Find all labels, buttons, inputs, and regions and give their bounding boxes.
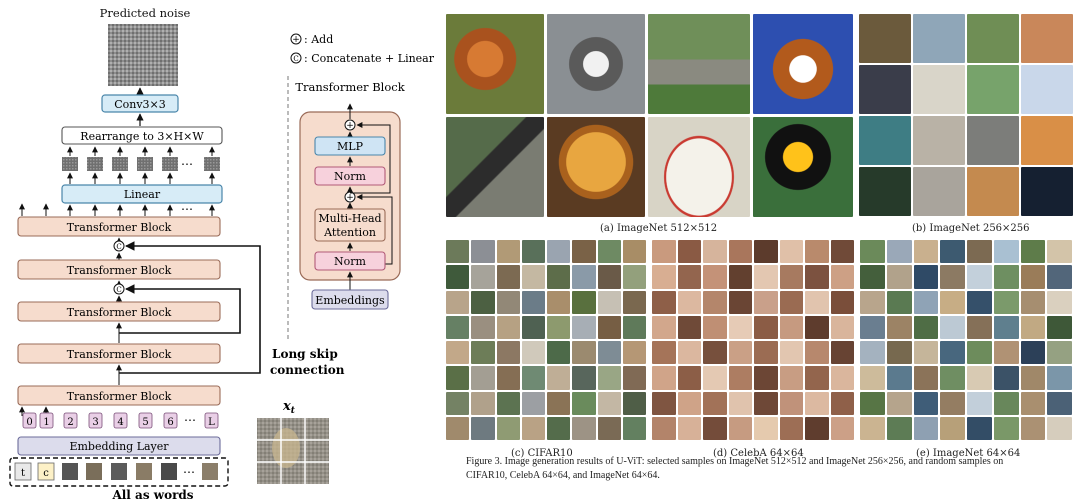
- embeddings-label: Embeddings: [315, 294, 385, 307]
- svg-text:: Concatenate + Linear: : Concatenate + Linear: [304, 52, 435, 65]
- transformer-block-5: Transformer Block: [17, 216, 221, 237]
- embedding-layer-box: [17, 436, 221, 456]
- svg-text:L: L: [208, 417, 215, 428]
- transformer-block-3: Transformer Block: [17, 301, 221, 322]
- svg-text:t: t: [21, 468, 25, 479]
- conv-box: [101, 94, 179, 113]
- caption-c: (c) CIFAR10: [511, 448, 573, 459]
- xt-label: xt: [282, 399, 296, 416]
- caption-a: (a) ImageNet 512×512: [600, 223, 718, 234]
- transformer-block-1: Transformer Block: [17, 385, 221, 406]
- concat-node: C: [113, 240, 125, 252]
- imagenet-64-grid: [860, 240, 1072, 440]
- sample-pie-image: [547, 117, 645, 217]
- output-tokens: [62, 146, 220, 184]
- ellipsis-icon: ⋯: [183, 465, 195, 479]
- svg-text:Transformer Block: Transformer Block: [67, 264, 172, 277]
- sample-stone-wall-image: [648, 14, 750, 114]
- svg-text:+: +: [346, 193, 354, 203]
- uvit-architecture-diagram: Predicted noise Conv3×3 Rearrange to 3×H…: [9, 6, 435, 502]
- svg-text:C: C: [116, 286, 121, 294]
- celeba-grid: [652, 240, 854, 440]
- position-tokens: 0 1 2 3 4 5 6 L: [19, 406, 219, 429]
- rearrange-label: Rearrange to 3×H×W: [80, 130, 204, 143]
- cifar10-grid: [446, 240, 646, 440]
- linear-box: [61, 184, 223, 204]
- figure-caption: Figure 3. Image generation results of U-…: [466, 455, 1066, 483]
- input-tokens-group: [9, 457, 229, 487]
- concat-node: C: [113, 283, 125, 295]
- block-detail-internals: + MLP Norm + Multi-Head Attention Norm: [314, 103, 393, 290]
- svg-text:1: 1: [43, 417, 49, 428]
- sample-bowl-image: [648, 117, 750, 217]
- svg-text:: Add: : Add: [304, 33, 333, 46]
- sample-papillon-image: [753, 14, 853, 114]
- svg-text:C: C: [293, 55, 298, 63]
- svg-text:MLP: MLP: [337, 140, 364, 153]
- svg-text:Multi-Head: Multi-Head: [318, 212, 381, 225]
- xt-noisy-image: [257, 418, 329, 484]
- block-detail-title: Transformer Block: [295, 80, 405, 94]
- sample-fox-image: [446, 14, 544, 114]
- long-skip-label-2: connection: [270, 363, 345, 377]
- predicted-noise-label: Predicted noise: [100, 6, 191, 20]
- svg-text:Norm: Norm: [334, 255, 367, 268]
- svg-text:Transformer Block: Transformer Block: [67, 390, 172, 403]
- figure-caption-line2: CIFAR10, CelebA 64×64, and ImageNet 64×6…: [466, 470, 660, 481]
- svg-text:2: 2: [67, 417, 73, 428]
- svg-text:Attention: Attention: [323, 226, 376, 239]
- svg-text:+: +: [292, 35, 300, 45]
- svg-text:0: 0: [26, 417, 32, 428]
- caption-b: (b) ImageNet 256×256: [912, 223, 1030, 234]
- sample-husky-image: [547, 14, 645, 114]
- figure-caption-line1: Figure 3. Image generation results of U-…: [466, 456, 1004, 467]
- caption-e: (e) ImageNet 64×64: [916, 448, 1021, 459]
- transformer-block-4: Transformer Block: [17, 259, 221, 280]
- sample-bird-image: [446, 117, 544, 217]
- long-skip-connections: [119, 241, 261, 374]
- ellipsis-icon: ⋯: [184, 413, 196, 427]
- svg-text:Transformer Block: Transformer Block: [67, 306, 172, 319]
- svg-text:Transformer Block: Transformer Block: [67, 221, 172, 234]
- svg-text:+: +: [346, 121, 354, 131]
- conv-label: Conv3×3: [114, 98, 166, 111]
- predicted-noise-image: [108, 24, 178, 86]
- long-skip-label-1: Long skip: [272, 347, 338, 361]
- input-tokens: t c: [14, 462, 218, 481]
- transformer-block-2: Transformer Block: [17, 343, 221, 364]
- block-output-arrows: [19, 203, 215, 216]
- svg-text:4: 4: [117, 417, 123, 428]
- imagenet-256-grid: [859, 14, 1073, 216]
- svg-text:C: C: [116, 243, 121, 251]
- svg-text:3: 3: [92, 417, 98, 428]
- legend: + : Add C : Concatenate + Linear: [290, 33, 435, 65]
- svg-text:Norm: Norm: [334, 170, 367, 183]
- ellipsis-icon: ⋯: [181, 202, 193, 216]
- linear-label: Linear: [124, 188, 161, 201]
- svg-text:Transformer Block: Transformer Block: [67, 348, 172, 361]
- svg-text:c: c: [43, 468, 49, 479]
- embeddings-box: [311, 289, 389, 310]
- svg-text:6: 6: [167, 417, 173, 428]
- ellipsis-icon: ⋯: [181, 157, 193, 171]
- all-as-words-label: All as words: [111, 488, 193, 502]
- svg-text:5: 5: [142, 417, 148, 428]
- sample-toucan-image: [753, 117, 853, 217]
- caption-d: (d) CelebA 64×64: [713, 448, 804, 459]
- embedding-layer-label: Embedding Layer: [69, 440, 169, 453]
- rearrange-box: [61, 126, 223, 145]
